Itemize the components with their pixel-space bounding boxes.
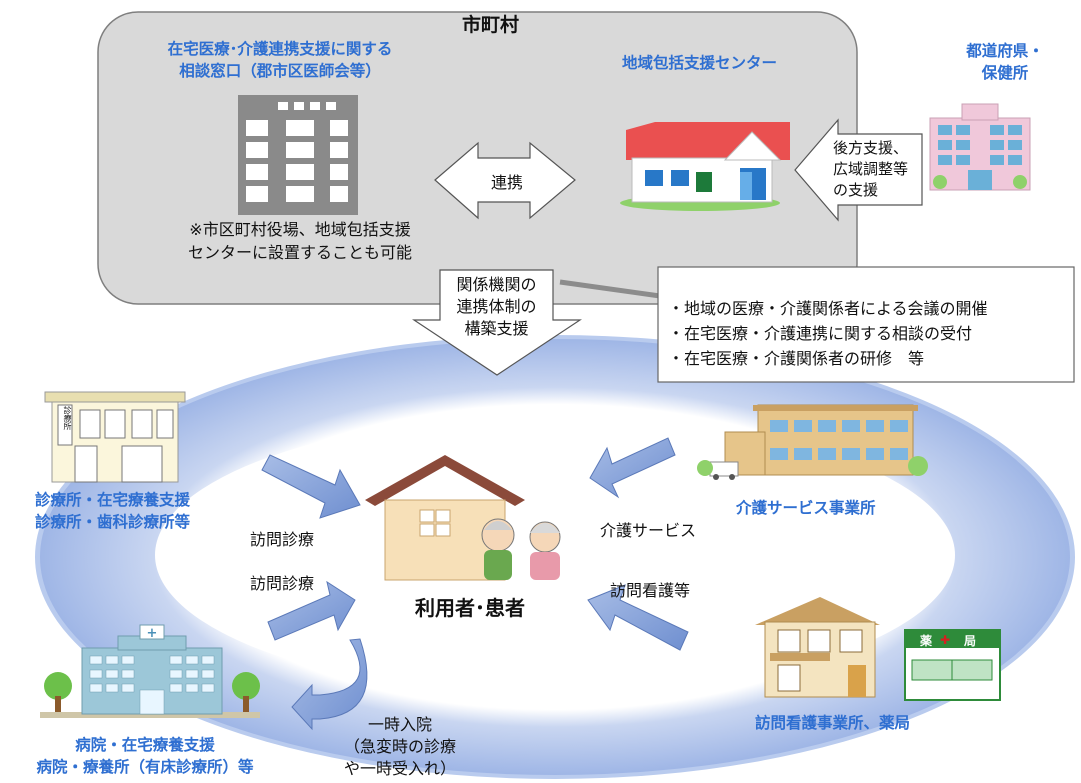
prefecture-support-label: 後方支援、 広域調整等 の支援 [833,138,908,201]
visiting-nursing-label: 訪問看護等 [610,581,691,600]
note-line1: ※市区町村役場、地域包括支援 [189,220,411,239]
hospital-label: 病院・在宅療養支援 病院・療養所（有床診療所）等 [0,734,290,778]
clinic-building-icon [44,391,186,483]
temp-admission-label: 一時入院 （急変時の診療 や一時受入れ） [330,714,470,780]
activities-list: ・地域の医療・介護関係者による会議の開催 ・在宅医療・介護連携に関する相談の受付… [668,296,988,371]
hospital-building-icon: + [40,624,260,718]
build-support-label: 関係機関の 連携体制の 構築支援 [440,274,553,340]
prefecture-support-line3: の支援 [833,181,879,199]
build-support-arrow [412,269,582,376]
prefecture-building-icon [929,103,1031,191]
care-service-flow-label: 介護サービス [600,521,697,540]
clinic-line1: 診療所・在宅療養支援 [34,491,190,509]
clinic-arrow [261,454,361,519]
prefecture-support-line1: 後方支援、 [833,139,909,157]
community-center-icon [620,122,790,211]
nursing-arrow [587,584,689,651]
home-visit-label-2: 訪問診療 [250,574,315,593]
activity-item: ・地域の医療・介護関係者による会議の開催 [668,299,988,318]
care-arrow [589,437,676,499]
renkei-double-arrow [434,141,576,220]
consult-window-line2: 相談窓口（郡市区医師会等） [179,62,381,80]
build-support-line2: 連携体制の [456,297,537,316]
clinic-label: 診療所・在宅療養支援 診療所・歯科診療所等 [5,489,220,533]
clinic-line2: 診療所・歯科診療所等 [34,513,190,531]
note-line2: センターに設置することも可能 [187,243,412,262]
care-facility-icon [697,404,928,480]
svg-text:+: + [147,626,158,641]
renkei-label: 連携 [490,173,523,192]
activities-box [657,266,1075,383]
prefecture-line2: 保健所 [981,64,1029,82]
prefecture-label: 都道府県・ 保健所 [945,40,1065,84]
hospital-arrow [267,580,356,641]
nursing-station-icon [755,597,880,698]
pharmacy-sign2: 局 [964,634,977,648]
prefecture-support-line2: 広域調整等 [833,160,909,178]
temp-admission-arrow [291,638,368,731]
temp-admission-line1: 一時入院 [367,715,432,734]
consult-window-label: 在宅医療･介護連携支援に関する 相談窓口（郡市区医師会等） [145,38,415,82]
user-patient-label: 利用者･患者 [415,596,525,620]
build-support-line3: 構築支援 [464,319,529,338]
hospital-line2: 病院・療養所（有床診療所）等 [36,758,254,776]
prefecture-line1: 都道府県・ [966,42,1044,60]
care-service-label: 介護サービス事業所 [736,499,876,517]
municipality-title: 市町村 [462,14,520,36]
activity-item: ・在宅医療・介護連携に関する相談の受付 [668,324,973,343]
pharmacy-sign: 薬 [920,634,933,648]
clinic-sign: 診療所 [63,406,72,430]
temp-admission-line2: （急変時の診療 [343,737,456,756]
svg-text:✚: ✚ [940,633,950,647]
prefecture-support-arrow [794,118,923,222]
build-support-line1: 関係機関の [456,275,537,294]
activity-item: ・在宅医療・介護関係者の研修 等 [668,349,925,368]
community-center-label: 地域包括支援センター [622,54,778,72]
home-visit-label-1: 訪問診療 [250,530,315,549]
consult-window-line1: 在宅医療･介護連携支援に関する [167,40,393,58]
user-home-icon [365,455,561,581]
pharmacy-icon: ✚ [904,629,1001,701]
note-label: ※市区町村役場、地域包括支援 センターに設置することも可能 [140,218,460,264]
office-building-icon [238,95,358,215]
hospital-line1: 病院・在宅療養支援 [75,736,215,754]
nursing-pharmacy-label: 訪問看護事業所、薬局 [755,714,911,732]
temp-admission-line3: や一時受入れ） [343,759,456,778]
